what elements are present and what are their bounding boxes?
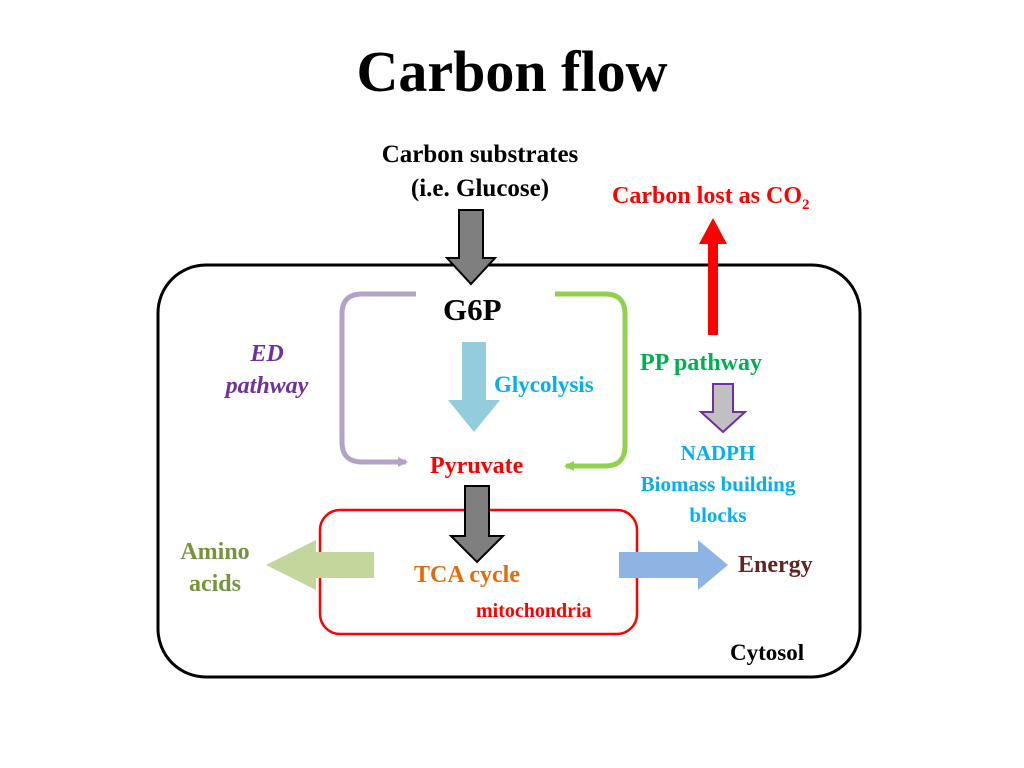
ed-line-1: ED <box>250 341 284 367</box>
co2-loss-label: Carbon lost as CO2 <box>612 183 810 214</box>
mitochondria-label: mitochondria <box>476 600 592 622</box>
carbon-substrates-label: Carbon substrates (i.e. Glucose) <box>330 138 630 206</box>
energy-node: Energy <box>738 552 813 578</box>
cytosol-compartment <box>156 263 862 679</box>
substrates-line-1: Carbon substrates <box>381 141 579 168</box>
ed-pathway-arrow <box>339 291 416 467</box>
nadph-line-2: Biomass building <box>640 472 796 496</box>
nadph-line-3: blocks <box>689 503 747 527</box>
co2-loss-text: Carbon lost as CO <box>612 183 803 209</box>
glycolysis-label: Glycolysis <box>494 372 594 397</box>
cytosol-label: Cytosol <box>730 640 805 665</box>
energy-arrow <box>619 540 728 590</box>
glycolysis-arrow <box>448 342 500 432</box>
amino-line-2: acids <box>188 571 241 597</box>
g6p-node: G6P <box>443 292 502 327</box>
tca-cycle-node: TCA cycle <box>414 562 520 588</box>
pp-pathway-label: PP pathway <box>640 350 763 376</box>
pp-pathway-arrow <box>555 291 628 471</box>
amino-acids-node: Amino acids <box>168 536 262 600</box>
substrate-inflow-arrow <box>444 209 498 286</box>
nadph-arrow <box>698 383 748 434</box>
amino-line-1: Amino <box>180 539 250 565</box>
page-title: Carbon flow <box>356 39 668 104</box>
nadph-line-1: NADPH <box>680 441 756 465</box>
substrates-line-2: (i.e. Glucose) <box>410 175 550 202</box>
amino-acids-arrow <box>266 540 374 590</box>
pyruvate-node: Pyruvate <box>430 453 524 479</box>
nadph-node: NADPH Biomass building blocks <box>608 438 828 531</box>
tca-entry-arrow <box>448 485 506 564</box>
ed-pathway-label: ED pathway <box>212 338 322 402</box>
co2-loss-arrow <box>699 218 727 335</box>
co2-subscript: 2 <box>802 196 810 213</box>
ed-line-2: pathway <box>225 373 309 399</box>
